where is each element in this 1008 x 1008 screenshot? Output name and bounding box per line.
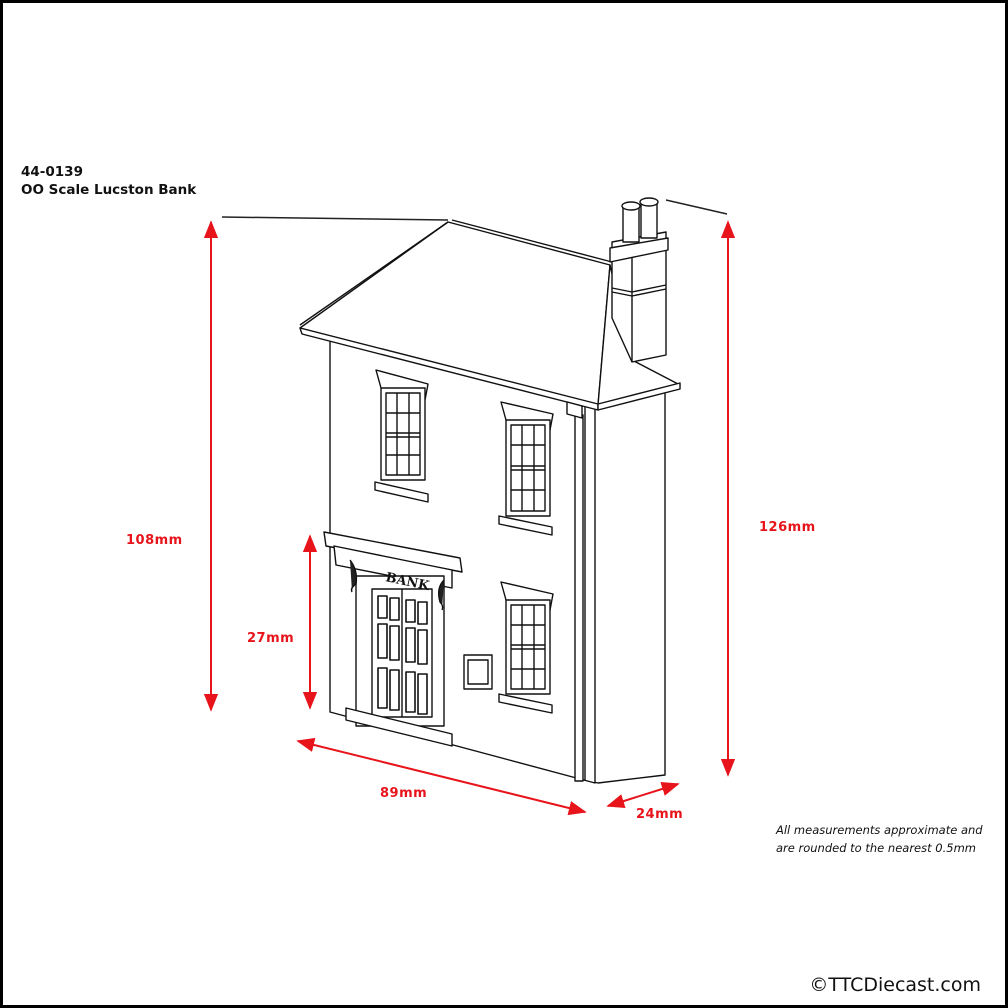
downpipe	[574, 414, 584, 782]
window-upper-right	[498, 401, 554, 536]
note-line-1: All measurements approximate and	[776, 823, 983, 837]
chimney-pot	[640, 201, 658, 239]
product-code: 44-0139	[21, 164, 83, 180]
product-name: OO Scale Lucston Bank	[21, 182, 197, 198]
chimney-pot	[622, 205, 640, 243]
left-corbel	[349, 559, 358, 593]
dim-label-89: 89mm	[380, 786, 428, 801]
building-line-drawing: BANK	[203, 197, 736, 816]
diagram-canvas: 44-0139 OO Scale Lucston Bank	[3, 3, 1005, 1005]
bank-doorway	[323, 531, 463, 747]
door-pediment	[323, 531, 463, 573]
window-lower-right	[498, 581, 554, 714]
width-89-arrow	[296, 737, 587, 816]
dim-label-126: 126mm	[759, 520, 816, 535]
dim-label-24: 24mm	[636, 807, 684, 822]
dim-label-108: 108mm	[126, 533, 183, 548]
product-title-block: 44-0139 OO Scale Lucston Bank	[21, 163, 196, 199]
right-corbel	[437, 579, 445, 611]
note-line-2: are rounded to the nearest 0.5mm	[776, 841, 976, 855]
copyright-text: ©TTCDiecast.com	[809, 974, 981, 996]
dim-label-27: 27mm	[247, 631, 295, 646]
depth-24-arrow	[606, 781, 680, 809]
side-wall	[584, 384, 666, 784]
measurement-note: All measurements approximate and are rou…	[776, 821, 983, 857]
window-upper-left	[374, 369, 429, 503]
